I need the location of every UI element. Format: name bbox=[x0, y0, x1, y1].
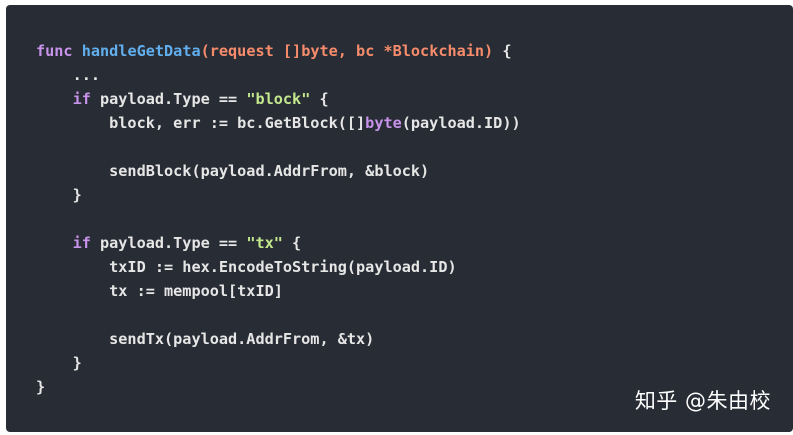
code-token-fn: handleGetData bbox=[81, 42, 201, 60]
code-token-pl: sendBlock(payload.AddrFrom, &block) bbox=[36, 162, 430, 180]
code-token-pl: } bbox=[36, 354, 82, 372]
code-token-pl: } bbox=[36, 186, 82, 204]
code-line: if payload.Type == "block" { bbox=[36, 87, 793, 111]
code-line: if payload.Type == "tx" { bbox=[36, 231, 793, 255]
code-token-pl: } bbox=[36, 378, 46, 396]
code-token-kw: func bbox=[36, 42, 73, 60]
code-token-pl: payload.Type == bbox=[90, 90, 247, 108]
code-token-pl: { bbox=[493, 42, 512, 60]
code-token-pl: block, err := bc.GetBlock([] bbox=[36, 114, 366, 132]
code-token-pl bbox=[36, 234, 73, 252]
code-line bbox=[36, 135, 793, 159]
code-line: func handleGetData(request []byte, bc *B… bbox=[36, 39, 793, 63]
code-token-kw: if bbox=[72, 90, 91, 108]
code-token-pl: (payload.ID)) bbox=[401, 114, 521, 132]
code-token-str: "tx" bbox=[246, 234, 283, 252]
code-token-pl: { bbox=[282, 234, 302, 252]
code-token-pl bbox=[73, 42, 82, 60]
code-token-pl: { bbox=[310, 90, 329, 108]
code-token-pl: payload.Type == bbox=[90, 234, 247, 252]
code-token-str: "block" bbox=[246, 90, 311, 108]
code-line: block, err := bc.GetBlock([]byte(payload… bbox=[36, 111, 793, 135]
code-line: } bbox=[36, 183, 793, 207]
code-token-pl: ... bbox=[36, 66, 101, 84]
code-line bbox=[36, 303, 793, 327]
code-token-pl bbox=[36, 90, 73, 108]
code-block: func handleGetData(request []byte, bc *B… bbox=[6, 5, 793, 432]
code-line: } bbox=[36, 351, 793, 375]
code-token-pl: txID := hex.EncodeToString(payload.ID) bbox=[36, 258, 457, 276]
code-token-pl: sendTx(payload.AddrFrom, &tx) bbox=[36, 330, 375, 348]
code-token-kw: if bbox=[72, 234, 91, 252]
watermark: 知乎 @朱由校 bbox=[634, 389, 771, 413]
code-line: sendBlock(payload.AddrFrom, &block) bbox=[36, 159, 793, 183]
code-line: sendTx(payload.AddrFrom, &tx) bbox=[36, 327, 793, 351]
code-line: txID := hex.EncodeToString(payload.ID) bbox=[36, 255, 793, 279]
code-line: ... bbox=[36, 63, 793, 87]
code-token-par: (request []byte, bc *Blockchain) bbox=[200, 42, 494, 60]
code-token-kw: byte bbox=[365, 114, 402, 132]
code-line: } bbox=[36, 375, 793, 399]
code-line: tx := mempool[txID] bbox=[36, 279, 793, 303]
code-line bbox=[36, 207, 793, 231]
code-token-pl: tx := mempool[txID] bbox=[36, 282, 283, 300]
